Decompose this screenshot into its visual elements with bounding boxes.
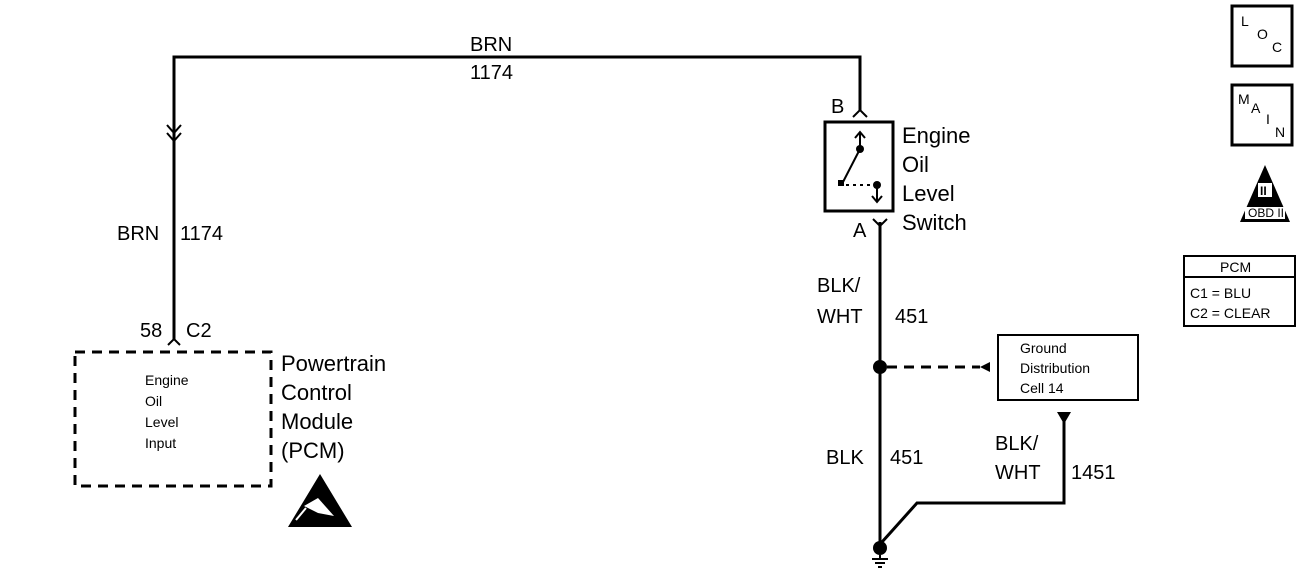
top-wire-color: BRN	[470, 34, 512, 56]
obd-ii-icon: II OBD II	[1240, 165, 1290, 222]
legend-title: PCM	[1220, 259, 1251, 275]
branch-wire-circuit: 1451	[1071, 462, 1116, 484]
svg-text:Engine: Engine	[145, 372, 189, 388]
svg-text:O: O	[1257, 26, 1268, 42]
svg-text:(PCM): (PCM)	[281, 438, 345, 463]
switch-terminal-a: A	[853, 220, 867, 242]
pcm-pin-number: 58	[140, 320, 162, 342]
svg-text:M: M	[1238, 91, 1250, 107]
svg-text:N: N	[1275, 124, 1285, 140]
pcm-module-name: Powertrain Control Module (PCM)	[281, 351, 386, 463]
svg-text:Distribution: Distribution	[1020, 360, 1090, 376]
svg-text:L: L	[1241, 13, 1249, 29]
branch-wire-color-2: WHT	[995, 462, 1041, 484]
switch-splice-wire-circuit: 451	[895, 306, 928, 328]
legend-row-c1: C1 = BLU	[1190, 285, 1251, 301]
left-wire-circuit: 1174	[180, 223, 223, 245]
wire-blk-wht-1451	[880, 421, 1066, 544]
top-wire-circuit: 1174	[470, 62, 513, 84]
branch-wire-arrow-icon	[1057, 412, 1071, 424]
svg-text:II: II	[1260, 184, 1267, 198]
svg-text:OBD II: OBD II	[1248, 206, 1284, 220]
wire-brn-1174	[172, 55, 862, 340]
branch-wire-color-1: BLK/	[995, 433, 1039, 455]
svg-text:Oil: Oil	[902, 152, 929, 177]
svg-text:Cell 14: Cell 14	[1020, 380, 1064, 396]
switch-name: Engine Oil Level Switch	[902, 123, 971, 235]
esd-warning-icon	[288, 474, 352, 527]
pcm-input-text: Engine Oil Level Input	[145, 372, 189, 451]
svg-text:Module: Module	[281, 409, 353, 434]
ground-distribution-box	[997, 334, 1139, 401]
svg-text:Ground: Ground	[1020, 340, 1067, 356]
switch-terminal-b: B	[831, 96, 844, 118]
switch-splice-wire-color-2: WHT	[817, 306, 863, 328]
pcm-connector-id: C2	[186, 320, 212, 342]
splice-point	[873, 360, 887, 374]
ground-icon	[872, 541, 888, 568]
inline-connector-icon	[166, 124, 182, 143]
ground-wire-color: BLK	[826, 447, 864, 469]
pcm-pin-icon	[167, 337, 181, 346]
switch-contact-icon	[838, 130, 883, 204]
pcm-connector-legend: PCM C1 = BLU C2 = CLEAR	[1183, 255, 1296, 327]
svg-text:Control: Control	[281, 380, 352, 405]
switch-splice-wire-color-1: BLK/	[817, 275, 861, 297]
svg-text:Powertrain: Powertrain	[281, 351, 386, 376]
pcm-module-box	[73, 350, 273, 488]
svg-text:Engine: Engine	[902, 123, 971, 148]
ground-ref-arrow-icon	[980, 362, 990, 372]
svg-text:Oil: Oil	[145, 393, 162, 409]
svg-text:Switch: Switch	[902, 210, 967, 235]
svg-text:Level: Level	[145, 414, 178, 430]
oil-level-switch-box	[823, 120, 895, 213]
svg-text:Input: Input	[145, 435, 176, 451]
ground-distribution-text: Ground Distribution Cell 14	[1020, 340, 1090, 396]
loc-badge: L O C	[1230, 4, 1294, 68]
left-wire-color: BRN	[117, 223, 159, 245]
svg-text:Level: Level	[902, 181, 955, 206]
svg-text:I: I	[1266, 111, 1270, 127]
terminal-b-pin-icon	[852, 108, 868, 118]
main-badge: M A I N	[1230, 83, 1294, 147]
legend-row-c2: C2 = CLEAR	[1190, 305, 1271, 321]
svg-text:A: A	[1251, 100, 1261, 116]
svg-text:C: C	[1272, 39, 1282, 55]
ground-wire-circuit: 451	[890, 447, 923, 469]
